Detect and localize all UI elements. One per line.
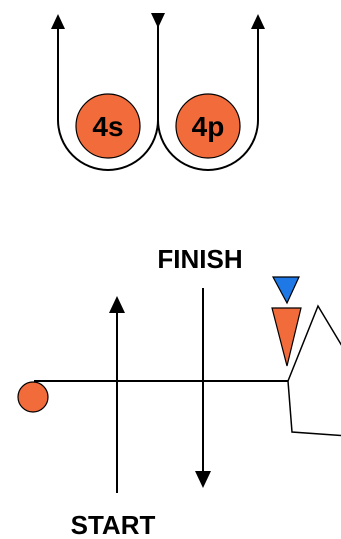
gate-group: 4s 4p (51, 13, 265, 171)
gate-left-path (57, 22, 159, 171)
gate-center-down-arrow (151, 13, 165, 28)
buoy-4s-label: 4s (92, 111, 123, 142)
buoy-4p: 4p (175, 93, 241, 159)
gate-right-path (157, 28, 259, 171)
finish-down-arrow (195, 471, 211, 488)
buoy-4p-circle (175, 93, 241, 159)
gate-right-up-arrow (251, 14, 265, 29)
buoy-4s-circle (75, 93, 141, 159)
start-up-arrow (109, 296, 125, 313)
orange-flag (271, 307, 302, 367)
pin-buoy (17, 381, 49, 413)
buoy-4s: 4s (75, 93, 141, 159)
finish-label: FINISH (157, 244, 242, 274)
start-label: START (71, 510, 156, 539)
buoy-4p-label: 4p (192, 111, 225, 142)
committee-boat (287, 304, 341, 437)
blue-flag (271, 276, 300, 305)
gate-left-up-arrow (51, 14, 65, 29)
start-finish-group (17, 276, 341, 493)
